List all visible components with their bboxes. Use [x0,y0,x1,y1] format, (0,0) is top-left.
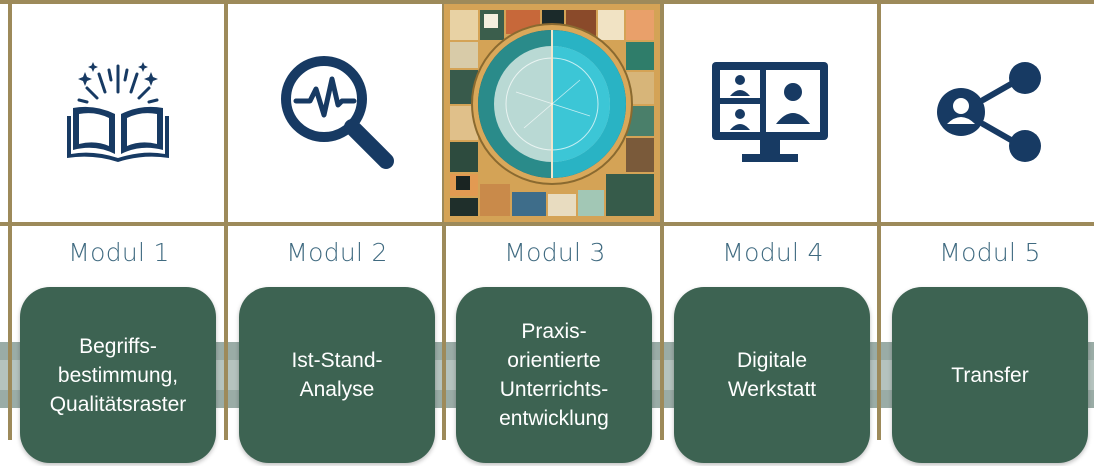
frame-top-line [0,0,1094,4]
module-3-label: Modul 3 [446,226,664,267]
abstract-artwork [444,4,660,222]
module-5-label: Modul 5 [881,226,1094,267]
module-1-card[interactable]: Begriffs- bestimmung, Qualitätsraster [20,287,216,463]
module-label-text: Modul 1 [68,238,170,267]
module-label-text: Modul 5 [939,238,1041,267]
frame-middle-line [0,222,1094,226]
module-2-label: Modul 2 [228,226,446,267]
module-label-text: Modul 2 [286,238,388,267]
module-2-card-text: Ist-Stand- Analyse [291,349,383,401]
module-4-card-text: Digitale Werkstatt [727,349,817,401]
module-4-icon-area [662,4,878,222]
module-1-icon-area [10,4,226,222]
open-book-icon [67,62,169,162]
module-1-card-text: Begriffs- bestimmung, Qualitätsraster [49,334,187,416]
module-5-card-text: Transfer [951,363,1029,387]
frame-divider [877,0,881,440]
module-2-card[interactable]: Ist-Stand- Analyse [239,287,435,463]
frame-divider [660,0,664,440]
module-5-icon-area [879,4,1094,222]
frame-divider [8,0,12,440]
frame-divider [224,0,228,440]
video-conference-monitor-icon [712,62,828,162]
module-4-card[interactable]: Digitale Werkstatt [674,287,870,463]
module-1-label: Modul 1 [10,226,228,267]
module-label-text: Modul 4 [722,238,824,267]
module-label-text: Modul 3 [504,238,606,267]
module-5-card[interactable]: Transfer [892,287,1088,463]
module-3-card[interactable]: Praxis- orientierte Unterrichts- entwick… [456,287,652,463]
module-3-card-text: Praxis- orientierte Unterrichts- entwick… [499,320,609,430]
module-2-icon-area [228,4,444,222]
module-4-label: Modul 4 [664,226,882,267]
share-user-icon [937,62,1041,162]
magnifier-pulse-icon [281,56,394,169]
